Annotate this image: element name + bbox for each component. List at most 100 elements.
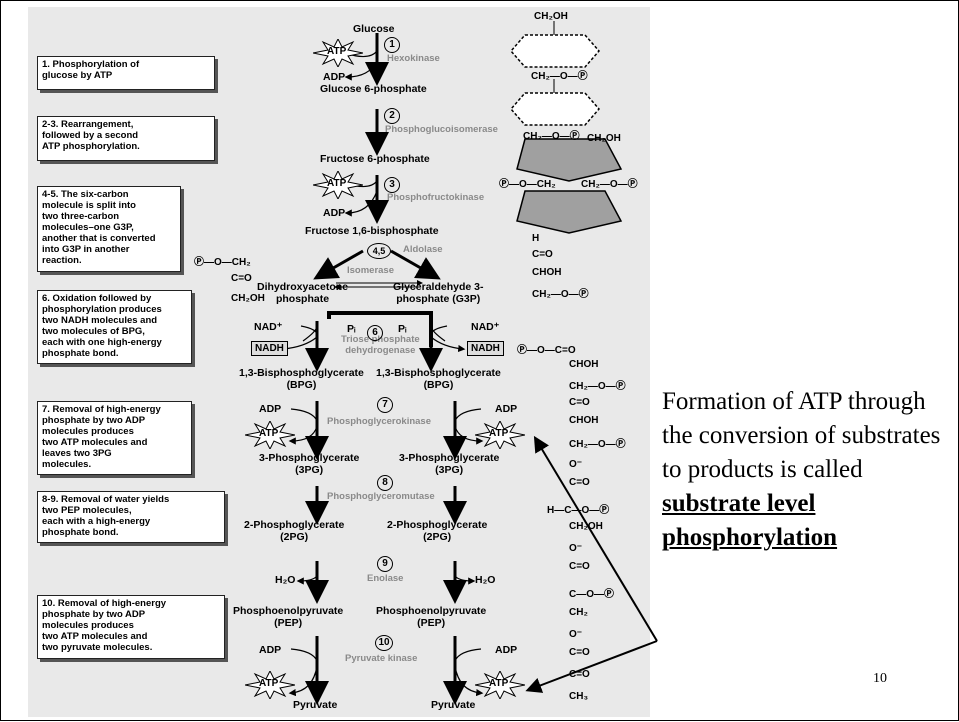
struct-h: H [532,233,540,244]
enzyme-isomerase: Isomerase [347,265,395,276]
molecule-pyruvate-left: Pyruvate [293,699,338,711]
pi-label: Pᵢ [347,323,356,335]
atp-starburst-icon [313,39,363,67]
struct-ch2: CH₂ [569,607,588,618]
step-box-4-5: 4-5. The six-carbon molecule is split in… [37,186,181,272]
atp-label: ATP [489,428,509,439]
struct-ch2op: CH₂—O—Ⓟ [531,71,588,82]
struct-ch2oh: CH₂OH [569,521,603,532]
step-box-6: 6. Oxidation followed by phosphorylation… [37,290,192,364]
adp-label: ADP [259,403,282,415]
struct-ch2op: CH₂—O—Ⓟ [569,381,626,392]
step-number: 9 [377,556,393,572]
molecule-dhap: Dihydroxyacetone phosphate [257,281,349,305]
nadh-box: NADH [251,341,288,356]
atp-starburst-icon [245,671,295,699]
step-box-1: 1. Phosphorylation of glucose by ATP [37,56,215,90]
molecule-3pg-right: 3-Phosphoglycerate (3PG) [399,452,500,476]
adp-label: ADP [495,403,518,415]
step-number: 6 [367,325,383,341]
step-number: 7 [377,397,393,413]
fructose-6-phosphate-ring-icon [516,138,623,182]
atp-starburst-icon [245,421,295,449]
atp-label: ATP [259,428,279,439]
enzyme-phosphoglucoisomerase: Phosphoglucoisomerase [385,124,498,135]
struct-o-minus: O⁻ [569,459,583,470]
step-number: 2 [384,108,400,124]
molecule-glucose-6-phosphate: Glucose 6-phosphate [320,83,427,95]
nadh-box: NADH [467,341,504,356]
struct-p-o-ch2: Ⓟ—O—CH₂ [499,179,556,190]
struct-p-o-ch2: Ⓟ—O—CH₂ [194,257,251,268]
glucose-ring-icon [510,21,600,68]
step-box-7: 7. Removal of high-energy phosphate by t… [37,401,192,475]
molecule-fructose-6-phosphate: Fructose 6-phosphate [320,153,430,165]
caption-keyword: substrate level phosphorylation [662,490,838,551]
step-number: 3 [384,177,400,193]
water-label: H₂O [275,574,296,586]
molecule-pep-right: Phosphoenolpyruvate (PEP) [376,605,487,629]
molecule-3pg-left: 3-Phosphoglycerate (3PG) [259,452,360,476]
struct-c-o-p: C—O—Ⓟ [569,589,614,600]
struct-ch2oh: CH₂OH [534,11,568,22]
struct-c-o: C=O [231,273,252,284]
enzyme-hexokinase: Hexokinase [387,53,440,64]
adp-label: ADP [323,71,346,83]
struct-c-o: C=O [532,249,553,260]
atp-starburst-icon [313,171,363,199]
struct-c-o: C=O [569,669,590,680]
struct-ch2op: CH₂—O—Ⓟ [581,179,638,190]
adp-label: ADP [495,644,518,656]
atp-label: ATP [327,178,347,189]
water-label: H₂O [475,574,496,586]
step-number: 10 [375,635,393,651]
nad-label: NAD⁺ [254,321,283,333]
caption-text: Formation of ATP through the conversion … [662,388,941,483]
struct-ch2oh: CH₂OH [231,293,265,304]
step-box-2-3: 2-3. Rearrangement, followed by a second… [37,116,215,161]
fructose-bisphosphate-ring-icon [516,190,623,234]
nad-label: NAD⁺ [471,321,500,333]
adp-label: ADP [323,207,346,219]
struct-ch3: CH₃ [569,691,589,702]
atp-starburst-icon [475,671,525,699]
atp-label: ATP [259,678,279,689]
struct-c-o: C=O [569,561,590,572]
struct-ch2oh: CH₂OH [587,133,621,144]
step-box-10: 10. Removal of high-energy phosphate by … [37,595,225,659]
molecule-2pg-left: 2-Phosphoglycerate (2PG) [244,519,345,543]
struct-choh: CHOH [532,267,562,278]
struct-o-minus: O⁻ [569,543,583,554]
pi-label: Pᵢ [398,323,407,335]
page-number: 10 [873,671,887,686]
caption: Formation of ATP through the conversion … [662,385,942,555]
step-box-8-9: 8-9. Removal of water yields two PEP mol… [37,491,225,543]
enzyme-phosphoglycerokinase: Phosphoglycerokinase [327,416,432,427]
struct-choh: CHOH [569,415,599,426]
molecule-bpg-left: 1,3-Bisphosphoglycerate (BPG) [239,367,364,391]
molecule-fructose-bisphosphate: Fructose 1,6-bisphosphate [305,225,439,237]
molecule-glucose: Glucose [353,23,395,35]
adp-label: ADP [259,644,282,656]
struct-c-o: C=O [569,397,590,408]
step-number: 4,5 [367,243,391,259]
struct-ch2op: CH₂—O—Ⓟ [532,289,589,300]
struct-o-minus: O⁻ [569,629,583,640]
molecule-2pg-right: 2-Phosphoglycerate (2PG) [387,519,488,543]
step-number: 1 [384,37,400,53]
step-number: 8 [377,475,393,491]
enzyme-phosphoglyceromutase: Phosphoglyceromutase [327,491,435,502]
struct-c-o: C=O [569,647,590,658]
molecule-pyruvate-right: Pyruvate [431,699,476,711]
struct-ch2op: CH₂—O—Ⓟ [569,439,626,450]
enzyme-phosphofructokinase: Phosphofructokinase [387,192,485,203]
atp-starburst-icon [475,421,525,449]
enzyme-triose-phosphate-dehydrogenase: Triose phosphate dehydrogenase [341,334,420,356]
atp-label: ATP [327,46,347,57]
atp-label: ATP [489,678,509,689]
enzyme-pyruvate-kinase: Pyruvate kinase [345,653,418,664]
struct-h-c-o-p: H—C—O—Ⓟ [547,505,610,516]
struct-choh: CHOH [569,359,599,370]
